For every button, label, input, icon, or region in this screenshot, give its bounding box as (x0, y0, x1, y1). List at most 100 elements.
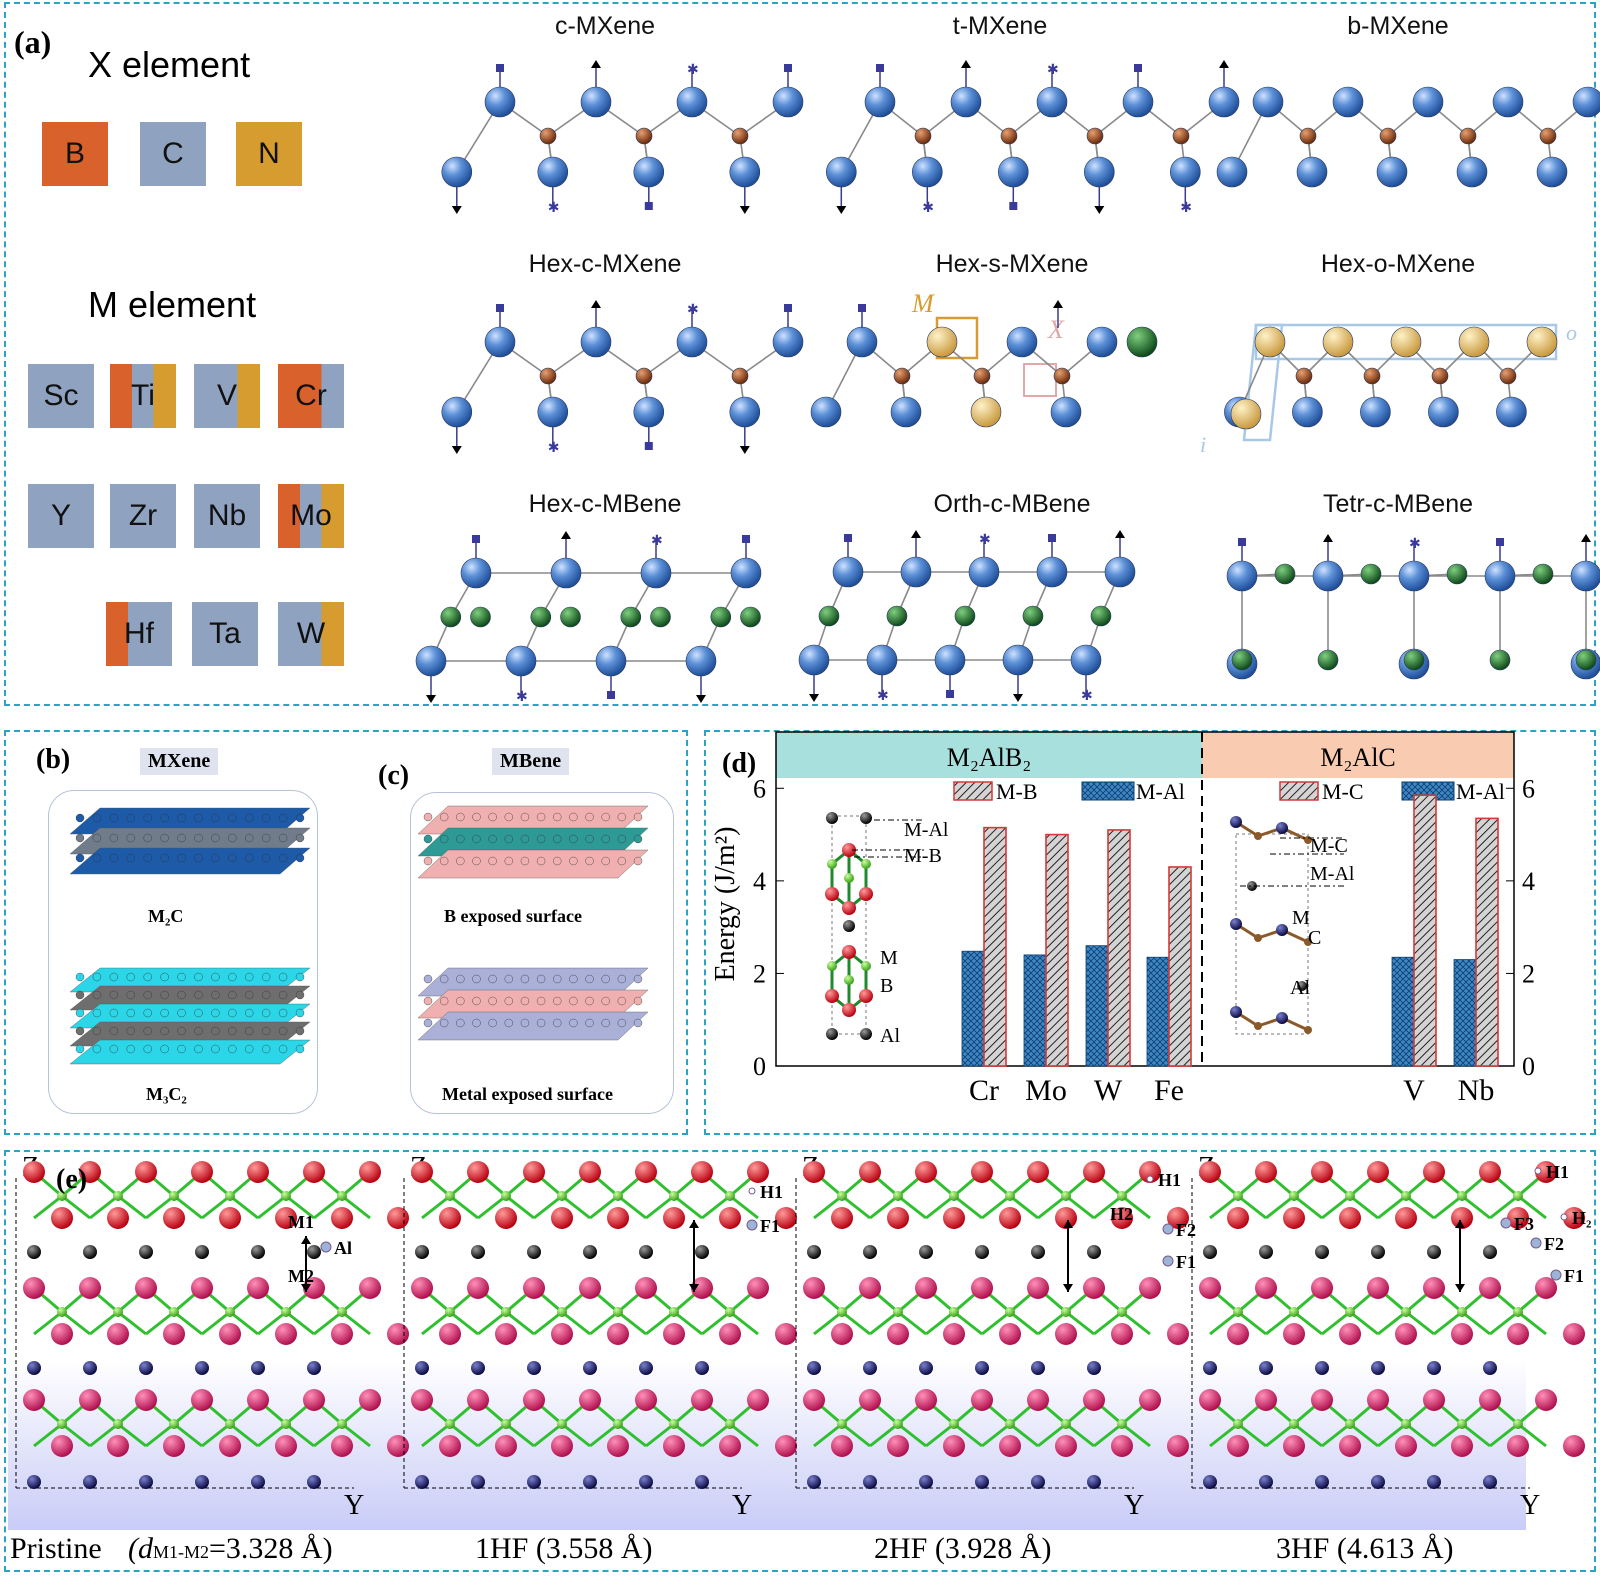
m-atom (1296, 156, 1328, 188)
b-exposed-slab (417, 805, 649, 879)
slab-atom (245, 1026, 254, 1036)
al-atom-deep (639, 1361, 653, 1375)
slab-atom (109, 972, 119, 982)
slab-atom (194, 833, 203, 843)
m-atom-bottom (219, 1323, 241, 1345)
b-atom (1513, 1191, 1523, 1201)
m-atom-top (1083, 1389, 1105, 1411)
lb (145, 1310, 175, 1336)
m-atom (825, 156, 857, 188)
lb (1461, 1194, 1491, 1220)
slab-atom (633, 1018, 643, 1028)
b-atom (669, 1419, 679, 1429)
m-atom (1526, 326, 1558, 358)
m-atom-bottom (275, 1207, 297, 1229)
m-atom (550, 557, 582, 589)
m-atom-bottom (1111, 1207, 1133, 1229)
bar-nb-m-c (1475, 817, 1499, 1067)
m-atom (484, 86, 516, 118)
lb (1293, 1194, 1323, 1220)
slab-atom (92, 1044, 102, 1054)
slab-atom (75, 833, 85, 843)
m-atom-top (1199, 1277, 1221, 1299)
slab-atom (472, 834, 481, 844)
b-atom (1403, 649, 1425, 671)
slab-atom (553, 1018, 562, 1028)
slab-layer (69, 847, 311, 875)
m-atom-bottom (719, 1207, 741, 1229)
m-atom-top (79, 1389, 101, 1411)
lb (89, 1194, 119, 1220)
slab-atom (295, 990, 305, 1000)
m-atom-bottom (1227, 1435, 1249, 1457)
m-atom-top (1139, 1389, 1161, 1411)
al-atom-deep (583, 1475, 597, 1489)
m-atom (1170, 156, 1201, 188)
slab-atom (160, 1044, 169, 1054)
m-atom-bottom (775, 1323, 797, 1345)
m-atom (1230, 816, 1242, 828)
m-atom-bottom (1227, 1323, 1249, 1345)
legend-m-al-text: M-Al (1136, 779, 1185, 804)
b-atom (225, 1191, 235, 1201)
panel-b-label: (b) (36, 744, 71, 775)
arrow-head-down (689, 1284, 699, 1292)
m-atom-bottom (887, 1207, 909, 1229)
al-atom-deep (251, 1361, 265, 1375)
al-atom-deep (27, 1361, 41, 1375)
m-atom (934, 644, 966, 676)
b-atom (113, 1191, 123, 1201)
m-atom (729, 156, 761, 188)
al-atom-deep (471, 1475, 485, 1489)
slab-atom (160, 833, 169, 843)
b-atom (844, 975, 854, 985)
lb (173, 1310, 203, 1336)
b-atom (1345, 1419, 1355, 1429)
panel-d (704, 730, 1596, 1135)
al-atom (1087, 1245, 1101, 1259)
lb (953, 1422, 983, 1448)
lb (61, 1194, 91, 1220)
slab-atom (504, 974, 513, 984)
slab-atom (177, 1008, 186, 1018)
m-atom-top (747, 1277, 769, 1299)
m-atom (825, 887, 839, 901)
m-atom-bottom (219, 1207, 241, 1229)
al-atom-deep (307, 1361, 321, 1375)
label-m1: M1 (288, 1212, 314, 1232)
m-atom-top (1311, 1277, 1333, 1299)
slab-atom (261, 1026, 271, 1036)
x-element-c: C (140, 122, 206, 186)
label-al: Al (334, 1238, 352, 1258)
header-left-bg (776, 732, 1202, 778)
terminal-arrow (591, 60, 601, 68)
slab-atom (92, 853, 102, 863)
al-atom-deep (83, 1361, 97, 1375)
m-atom-bottom (1451, 1207, 1473, 1229)
al-atom-deep (27, 1475, 41, 1489)
al-atom (251, 1245, 265, 1259)
lb (1065, 1194, 1095, 1220)
lb (645, 1310, 675, 1336)
m-atom (1390, 326, 1422, 358)
lb (1517, 1422, 1547, 1448)
m-atom-top (79, 1161, 101, 1183)
slab-atom (194, 1044, 203, 1054)
slab-atom (75, 1044, 85, 1054)
m-atom (633, 156, 665, 188)
x-atom (635, 127, 653, 145)
m-atom (810, 396, 842, 428)
b-atom (501, 1191, 511, 1201)
m-atom-bottom (163, 1207, 185, 1229)
slab-atom (569, 1018, 578, 1028)
b-atom (557, 1191, 567, 1201)
al-atom (415, 1245, 429, 1259)
lb (1349, 1310, 1379, 1336)
slab-atom (504, 834, 513, 844)
b-atom (1233, 1419, 1243, 1429)
x-atom (1363, 367, 1381, 385)
m-element-zr: Zr (110, 484, 176, 548)
label-3hf-h2: H₂ (1572, 1208, 1591, 1228)
b-atom (893, 1307, 903, 1317)
